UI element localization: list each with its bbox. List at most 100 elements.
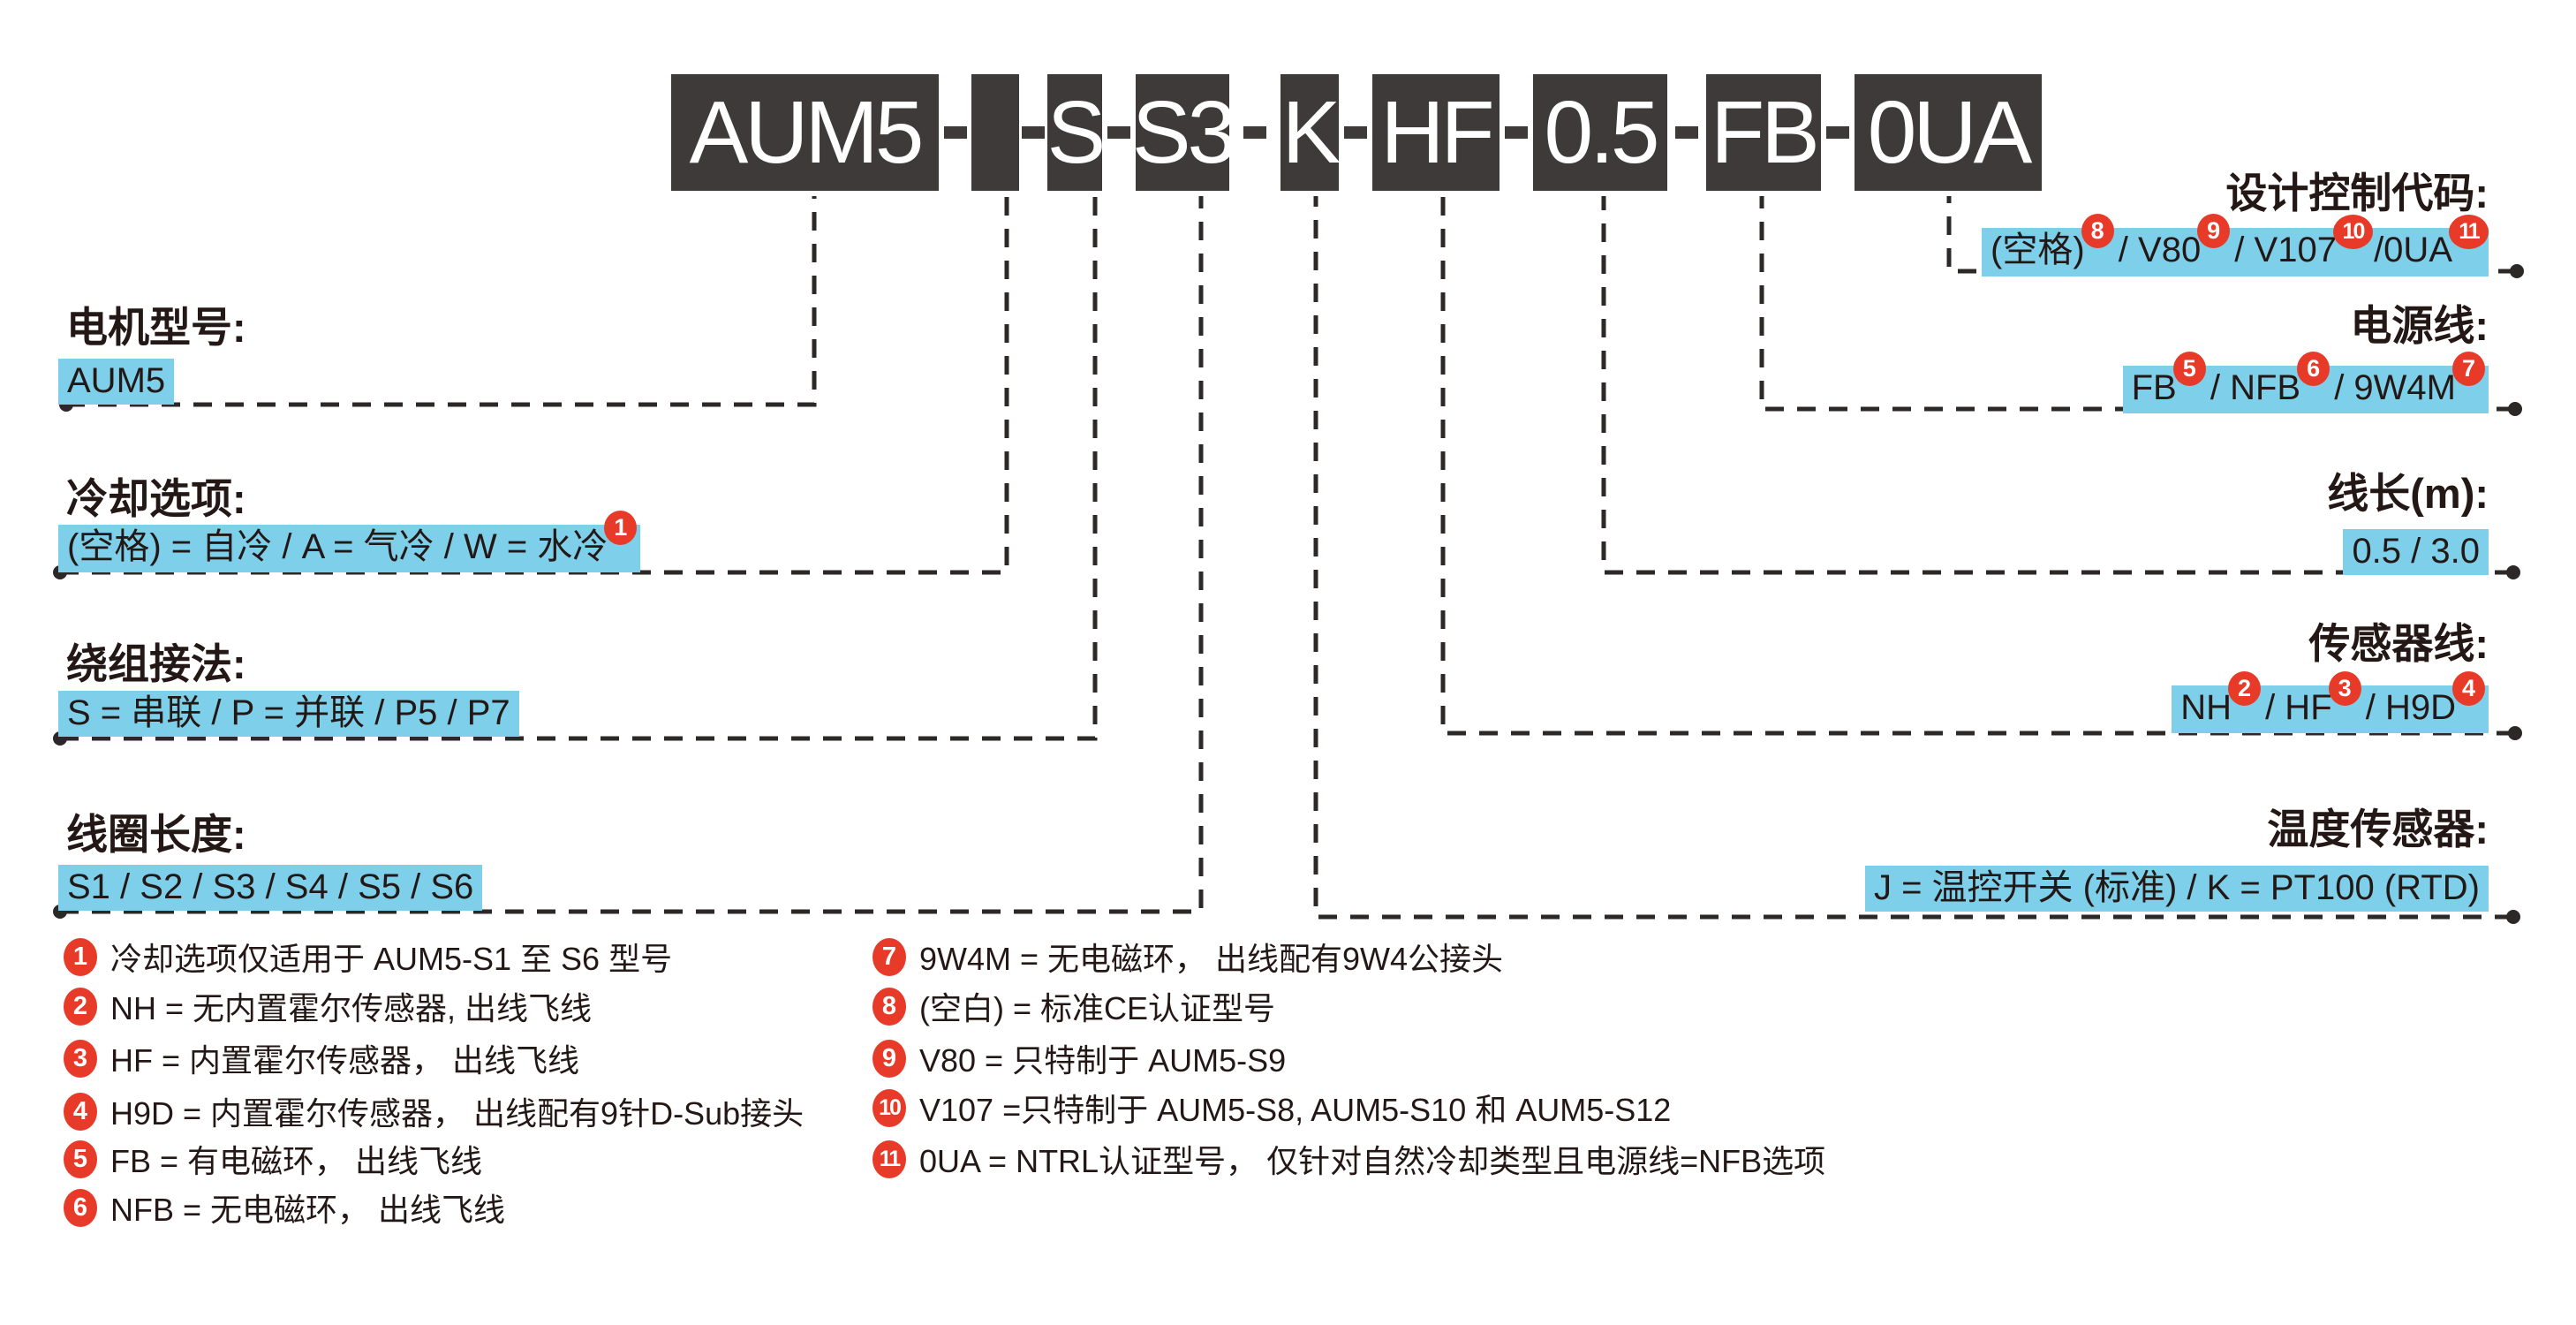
footnote-item: 4 H9D = 内置霍尔传感器， 出线配有9针D-Sub接头 — [64, 1088, 804, 1134]
footnote-badge: 1 — [64, 937, 97, 976]
footnote-text: NH = 无内置霍尔传感器, 出线飞线 — [110, 990, 593, 1026]
connector-line — [1440, 196, 2515, 736]
footnote-badge: 10 — [873, 1088, 906, 1127]
section-heading: 线长(m): — [2327, 470, 2489, 517]
footnote-text: HF = 内置霍尔传感器， 出线飞线 — [110, 1042, 580, 1079]
ref-badge: 3 — [2328, 671, 2361, 706]
footnote-text: 0UA = NTRL认证型号， 仅针对自然冷却类型且电源线=NFB选项 — [919, 1143, 1826, 1179]
option-values-text: 0.5 / 3.0 — [2352, 532, 2480, 571]
option-values-text: / V107 — [2225, 231, 2337, 269]
connector-dot — [2508, 726, 2522, 740]
section-heading: 线圈长度: — [66, 811, 246, 858]
model-segment-text: S3 — [1131, 83, 1236, 182]
model-separator — [1675, 126, 1698, 139]
footnote-item: 8 (空白) = 标准CE认证型号 — [873, 983, 1275, 1029]
ref-badge: 4 — [2452, 671, 2485, 706]
ref-badge: 2 — [2227, 671, 2261, 706]
model-segment-blank — [971, 74, 1019, 191]
section-value: AUM5 — [58, 359, 175, 405]
section-heading: 绕组接法: — [66, 640, 246, 687]
option-values-text: / V80 — [2108, 231, 2202, 269]
footnote-text: 冷却选项仅适用于 AUM5-S1 至 S6 型号 — [110, 941, 673, 977]
option-values-text: NH — [2180, 688, 2232, 727]
option-values-text: / H9D — [2355, 688, 2456, 727]
footnote-text: (空白) = 标准CE认证型号 — [919, 990, 1276, 1026]
connector-line — [1601, 196, 2513, 575]
footnote-badge: 6 — [64, 1188, 97, 1227]
model-separator — [1344, 126, 1367, 139]
footnote-text: 9W4M = 无电磁环， 出线配有9W4公接头 — [919, 941, 1504, 977]
model-segment-text: FB — [1711, 83, 1820, 182]
footnote-badge: 8 — [873, 987, 906, 1026]
model-segment-text: K — [1281, 83, 1341, 182]
footnote-item: 9 V80 = 只特制于 AUM5-S9 — [873, 1035, 1286, 1081]
option-values-text: S1 / S2 / S3 / S4 / S5 / S6 — [67, 867, 474, 906]
connector-line — [1759, 196, 2515, 412]
footnote-text: H9D = 内置霍尔传感器， 出线配有9针D-Sub接头 — [110, 1095, 805, 1132]
model-segment-0.5: 0.5 — [1533, 74, 1667, 191]
connector-line — [1946, 196, 2517, 274]
option-values-text: / NFB — [2200, 368, 2301, 407]
model-separator — [1505, 126, 1528, 139]
footnote-badge: 9 — [873, 1039, 906, 1078]
model-segment-text: 0UA — [1867, 83, 2033, 182]
section-value: J = 温控开关 (标准) / K = PT100 (RTD) — [1864, 866, 2489, 912]
section-heading: 电机型号: — [66, 304, 246, 351]
footnote-badge: 4 — [64, 1092, 97, 1131]
section-value: 0.5 / 3.0 — [2343, 529, 2489, 575]
model-segment-s3: S3 — [1132, 74, 1236, 191]
footnote-item: 2 NH = 无内置霍尔传感器, 出线飞线 — [64, 983, 592, 1029]
option-values-text: / HF — [2255, 688, 2332, 727]
footnote-text: FB = 有电磁环， 出线飞线 — [110, 1143, 483, 1179]
section-heading: 设计控制代码: — [2225, 170, 2489, 216]
option-values-text: /0UA — [2363, 231, 2452, 269]
model-separator — [1022, 126, 1045, 139]
footnote-badge: 2 — [64, 987, 97, 1026]
model-segment-k: K — [1280, 74, 1341, 191]
model-separator — [1107, 126, 1130, 139]
model-separator — [1243, 126, 1266, 139]
connector-line — [1313, 196, 2513, 920]
option-values-highlight: J = 温控开关 (标准) / K = PT100 (RTD) — [1864, 866, 2489, 912]
model-segment-s: S — [1047, 74, 1106, 191]
footnote-badge: 11 — [873, 1140, 906, 1178]
model-separator — [1826, 126, 1849, 139]
option-values-highlight: S = 串联 / P = 并联 / P5 / P7 — [58, 691, 519, 737]
option-values-text: (空格) — [1991, 231, 2085, 269]
model-segment-text: AUM5 — [689, 83, 925, 182]
footnote-badge: 3 — [64, 1039, 97, 1078]
option-values-text: AUM5 — [67, 361, 166, 400]
option-values-text: FB — [2131, 368, 2177, 407]
connector-dot — [2506, 910, 2520, 924]
ref-badge: 5 — [2172, 352, 2206, 386]
option-values-highlight: 0.5 / 3.0 — [2343, 529, 2489, 575]
ref-badge: 11 — [2449, 215, 2489, 249]
footnote-text: V107 =只特制于 AUM5-S8, AUM5-S10 和 AUM5-S12 — [919, 1092, 1672, 1128]
footnote-item: 3 HF = 内置霍尔传感器， 出线飞线 — [64, 1035, 579, 1081]
ref-badge: 7 — [2452, 352, 2485, 386]
ref-badge: 1 — [604, 511, 638, 545]
ref-badge: 9 — [2197, 214, 2231, 248]
footnote-text: V80 = 只特制于 AUM5-S9 — [919, 1042, 1287, 1079]
connector-line — [66, 196, 817, 407]
footnote-item: 1 冷却选项仅适用于 AUM5-S1 至 S6 型号 — [64, 934, 672, 980]
connector-dot — [2506, 565, 2520, 579]
model-segment-0ua: 0UA — [1855, 74, 2042, 191]
ref-badge: 10 — [2332, 215, 2373, 249]
connector-dot — [2510, 264, 2524, 278]
section-heading: 传感器线: — [2308, 620, 2489, 667]
option-values-text: S = 串联 / P = 并联 / P5 / P7 — [67, 693, 510, 732]
ref-badge: 8 — [2081, 214, 2114, 248]
model-separator — [943, 126, 967, 139]
